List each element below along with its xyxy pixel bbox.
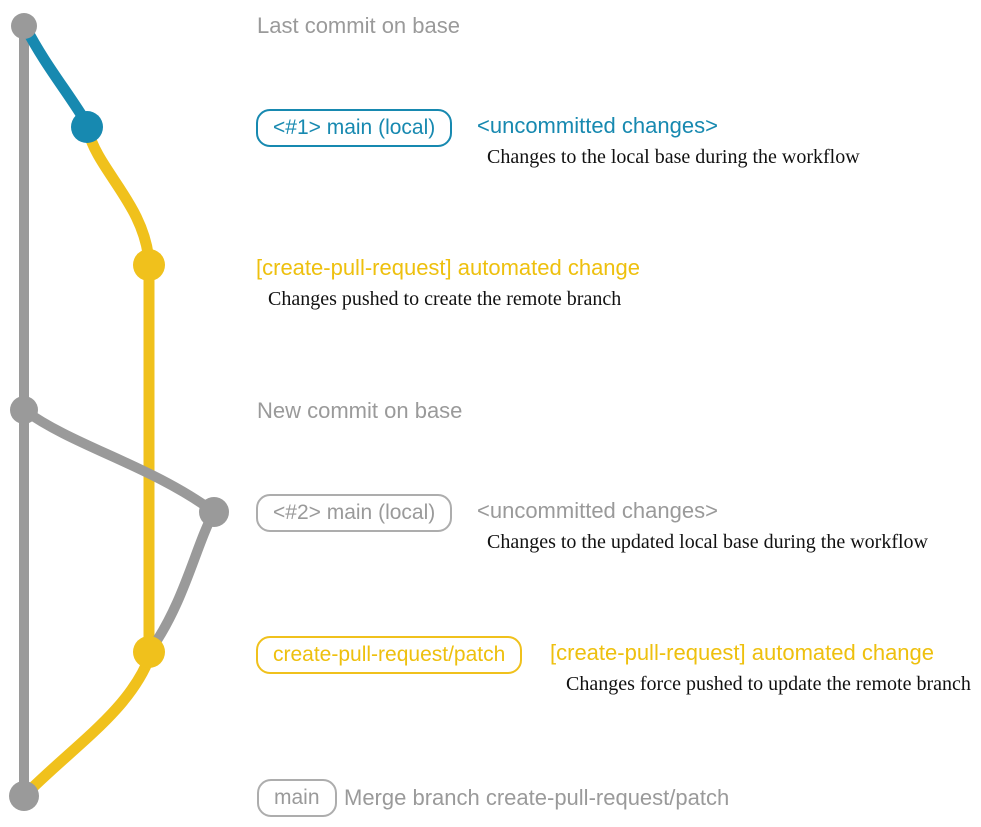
commit-desc-automated-change-1: Changes pushed to create the remote bran… [268, 288, 622, 310]
commit-node-local-main-1 [71, 111, 103, 143]
commit-node-merge [9, 781, 39, 811]
commit-title-merge-branch: Merge branch create-pull-request/patch [344, 785, 730, 810]
caption-last-commit-on-base: Last commit on base [257, 13, 460, 38]
branch-badge-main-local-1: <#1> main (local) [256, 109, 453, 148]
commit-node-last-base [11, 13, 37, 39]
patch-to-merge-curve [19, 650, 156, 801]
commit-title-automated-change-1: [create-pull-request] automated change [256, 255, 641, 280]
commit-title-uncommitted-changes-2: <uncommitted changes> [477, 498, 718, 523]
commit-node-automated-change-2 [133, 636, 165, 668]
local-main-branch-curve [20, 22, 93, 130]
patch-branch-line [82, 124, 155, 658]
commit-desc-uncommitted-changes-1: Changes to the local base during the wor… [487, 146, 860, 168]
branch-badge-main-local-2: <#2> main (local) [256, 494, 453, 533]
branch-badge-create-pull-request-patch: create-pull-request/patch [256, 636, 523, 675]
commit-desc-automated-change-2: Changes force pushed to update the remot… [566, 673, 971, 695]
commit-node-local-main-2 [199, 497, 229, 527]
base-to-local-main-2-curve [19, 405, 219, 517]
commit-desc-uncommitted-changes-2: Changes to the updated local base during… [487, 531, 928, 553]
commit-title-automated-change-2: [create-pull-request] automated change [550, 640, 935, 665]
local-main-2-to-patch-curve [147, 507, 219, 653]
commit-node-new-base [10, 396, 38, 424]
commit-node-automated-change-1 [133, 249, 165, 281]
branch-badge-main: main [257, 779, 337, 818]
commit-title-uncommitted-changes-1: <uncommitted changes> [477, 113, 718, 138]
caption-new-commit-on-base: New commit on base [257, 398, 463, 423]
